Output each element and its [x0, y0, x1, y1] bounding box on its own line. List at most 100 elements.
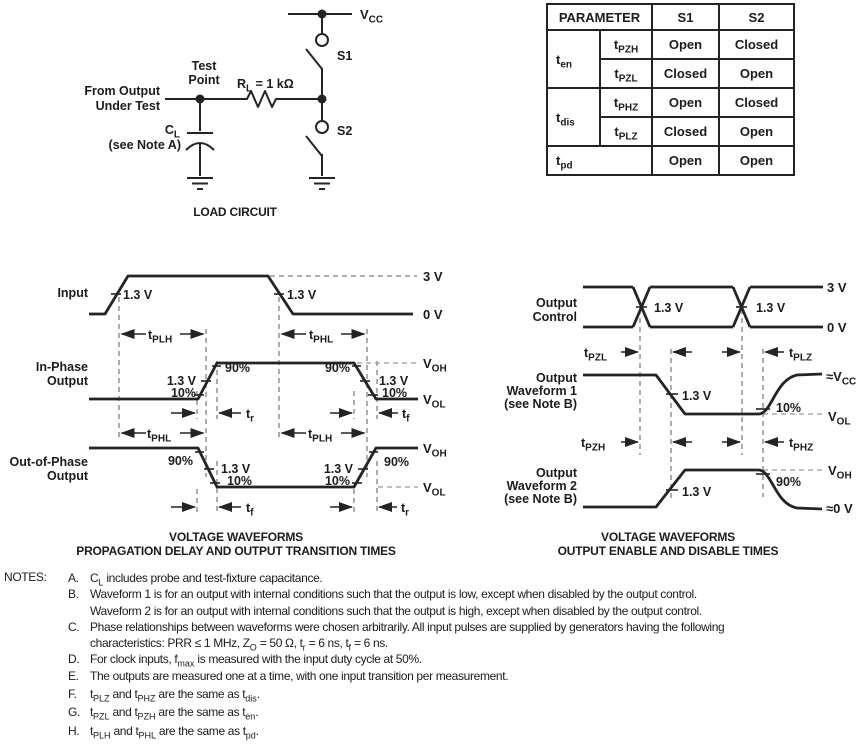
table-row: ten tPZH Open Closed — [546, 29, 795, 89]
notes-section: NOTES: A. CL includes probe and test-fix… — [0, 570, 864, 741]
resistor-rl — [165, 90, 322, 108]
in-phase-fall-1v3: 1.3 V — [379, 374, 409, 388]
cell-plz-s2: Open — [718, 116, 795, 147]
waveform2-label-1: Output — [536, 466, 578, 480]
dim-row-tplh-tphl: tPLH tPHL — [120, 328, 366, 346]
right-caption-1: VOLTAGE WAVEFORMS — [601, 530, 735, 544]
out-phase-rise-90pct: 90% — [384, 455, 409, 469]
out-phase-fall-90pct: 90% — [168, 454, 193, 468]
note-f: F. tPLZ and tPHZ are the same as tdis. — [68, 687, 260, 704]
cell-plz-s1: Closed — [651, 116, 720, 147]
in-phase-label-2: Output — [47, 374, 89, 388]
cl-note-label: (see Note A) — [109, 138, 181, 152]
tr-label-2: tr — [401, 501, 409, 519]
cell-pzh-s1: Open — [651, 29, 720, 60]
tf-label: tf — [402, 407, 410, 425]
out-phase-fall-1v3: 1.3 V — [221, 462, 251, 476]
note-a: A. CL includes probe and test-fixture ca… — [68, 571, 323, 588]
col-header-parameter: PARAMETER — [546, 3, 653, 31]
waveform1-1v3: 1.3 V — [682, 389, 712, 403]
tpzl-label: tPZL — [584, 346, 607, 364]
rl-value-label: RL = 1 kΩ — [237, 77, 294, 95]
output-waveform-1 — [583, 372, 823, 416]
cell-pzl-s1: Closed — [651, 58, 720, 89]
param-tpzh: tPZH — [599, 29, 653, 60]
waveform2-1v3: 1.3 V — [682, 485, 712, 499]
dashed-guides-right — [639, 309, 822, 500]
s1-label: S1 — [337, 49, 352, 63]
param-tphz: tPHZ — [599, 87, 653, 118]
tplh-label-2: tPLH — [308, 427, 332, 445]
test-point-label-2: Point — [188, 73, 220, 87]
input-fall-1v3: 1.3 V — [287, 288, 317, 302]
cell-pd-s2: Open — [718, 145, 795, 176]
level-3v: 3 V — [423, 269, 443, 284]
tr-label: tr — [246, 407, 254, 425]
out-phase-label-1: Out-of-Phase — [10, 455, 89, 469]
in-phase-rise-90pct: 90% — [225, 361, 250, 375]
cell-phz-s2: Closed — [718, 87, 795, 118]
notes-title: NOTES: — [4, 570, 47, 584]
waveform2-label-2: Waveform 2 — [507, 479, 577, 493]
level-3v-right: 3 V — [827, 280, 847, 295]
level-0v-right: 0 V — [827, 320, 847, 335]
left-caption-1: VOLTAGE WAVEFORMS — [169, 530, 303, 544]
load-circuit-caption: LOAD CIRCUIT — [193, 205, 277, 219]
note-d: D. For clock inputs, fmax is measured wi… — [68, 652, 422, 669]
dim-row-tpzl-tplz: tPZL tPLZ — [584, 346, 812, 364]
in-phase-rise-1v3: 1.3 V — [167, 374, 197, 388]
table-row: tPZL Closed Open — [547, 58, 795, 89]
s2-label: S2 — [337, 124, 352, 138]
in-phase-label-1: In-Phase — [36, 360, 88, 374]
table-row: tdis tPHZ Open Closed — [546, 87, 795, 147]
test-point-label-1: Test — [192, 59, 218, 73]
note-e: E. The outputs are measured one at a tim… — [68, 668, 509, 683]
in-phase-fall-90pct: 90% — [325, 361, 350, 375]
waveform1-label-3: (see Note B) — [504, 397, 577, 411]
cl-label: CL — [165, 123, 180, 141]
tplz-label: tPLZ — [789, 346, 812, 364]
waveform1-label-1: Output — [536, 371, 578, 385]
output-control-label-1: Output — [536, 296, 578, 310]
vol-label-1: VOL — [423, 392, 446, 411]
tf-label-2: tf — [246, 501, 254, 519]
voh-label-right: VOH — [828, 463, 852, 482]
cell-phz-s1: Open — [651, 87, 720, 118]
param-tpzl: tPZL — [599, 58, 653, 89]
note-c: C. Phase relationships between waveforms… — [68, 619, 725, 653]
out-phase-fall-10pct: 10% — [227, 474, 252, 488]
waveform2-90pct: 90% — [776, 475, 801, 489]
voh-label-1: VOH — [423, 356, 447, 375]
ground-symbol-left — [187, 177, 213, 190]
switch-parameter-table: PARAMETER S1 S2 ten tPZH Open Closed tPZ… — [546, 3, 795, 176]
voh-label-2: VOH — [423, 441, 447, 460]
ground-symbol-right — [309, 177, 335, 190]
vol-label-right: VOL — [828, 409, 851, 428]
level-0v: 0 V — [423, 307, 443, 322]
from-output-label-2: Under Test — [96, 99, 161, 113]
out-phase-rise-10pct: 10% — [325, 474, 350, 488]
cell-pd-s1: Open — [651, 145, 720, 176]
enable-disable-waveforms: Output Control 1.3 V 1.3 V 3 V 0 V tPZL … — [504, 280, 856, 558]
col-header-s2: S2 — [718, 3, 795, 31]
param-tpd: tpd — [546, 145, 653, 176]
note-b: B. Waveform 1 is for an output with inte… — [68, 587, 702, 618]
output-control-label-2: Control — [533, 310, 577, 324]
note-g: G. tPZL and tPZH are the same as ten. — [68, 705, 259, 722]
in-phase-fall-10pct: 10% — [382, 386, 407, 400]
table-row: tPLZ Closed Open — [547, 116, 795, 147]
table-header-row: PARAMETER S1 S2 — [546, 3, 795, 31]
out-of-phase-output-waveform — [89, 446, 418, 489]
input-waveform — [89, 274, 413, 316]
in-phase-rise-10pct: 10% — [171, 386, 196, 400]
note-h: H. tPLH and tPHL are the same as tpd. — [68, 723, 259, 741]
param-tplz: tPLZ — [599, 116, 653, 147]
param-tdis: tdis — [546, 87, 601, 147]
load-circuit-schematic: VCC S1 S2 Test Point From Output Under T… — [84, 7, 383, 219]
dim-row-tphl-tplh: tPHL tPLH — [120, 427, 366, 445]
control-cross1-1v3: 1.3 V — [654, 301, 684, 315]
cell-pzl-s2: Open — [718, 58, 795, 89]
propagation-delay-waveforms: Input 1.3 V 1.3 V 3 V 0 V tPLH tPHL In-P… — [10, 269, 447, 558]
